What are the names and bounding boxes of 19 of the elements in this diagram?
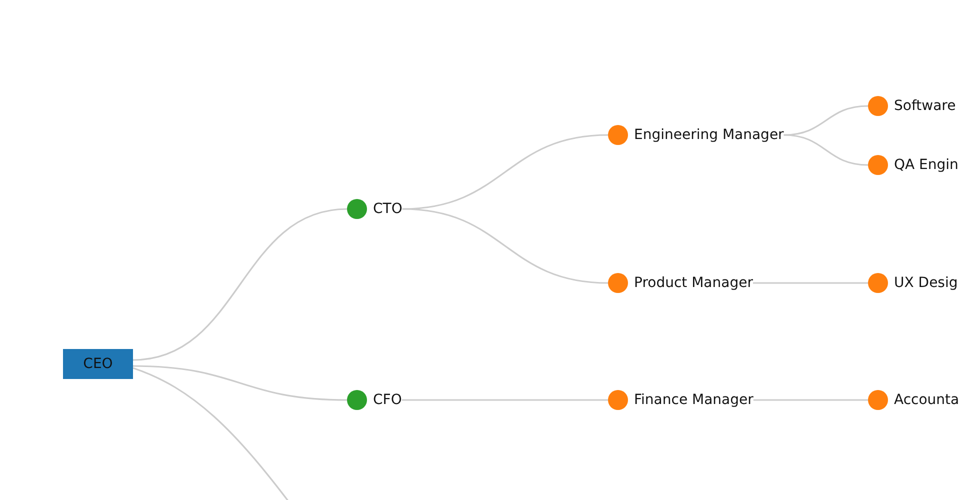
- connector-line: [402, 134, 608, 210]
- node-label: CTO: [373, 201, 402, 217]
- node-label: Accounta: [894, 392, 960, 408]
- connector-line: [132, 365, 348, 401]
- node-label: CFO: [373, 392, 402, 408]
- node-label: Product Manager: [634, 275, 753, 291]
- connector-line: [132, 208, 348, 361]
- node-label: Engineering Manager: [634, 127, 784, 143]
- node-label: Finance Manager: [634, 392, 754, 408]
- connector-line: [752, 282, 868, 284]
- node-label: QA Engin: [894, 157, 958, 173]
- connector-line: [753, 399, 868, 401]
- connector-line: [402, 208, 608, 284]
- node-label: UX Desig: [894, 275, 958, 291]
- root-box: CEO: [63, 349, 133, 379]
- connector-line: [402, 399, 608, 401]
- connector-line: [784, 105, 868, 136]
- node-label: Software: [894, 98, 956, 114]
- connector-line: [784, 134, 868, 166]
